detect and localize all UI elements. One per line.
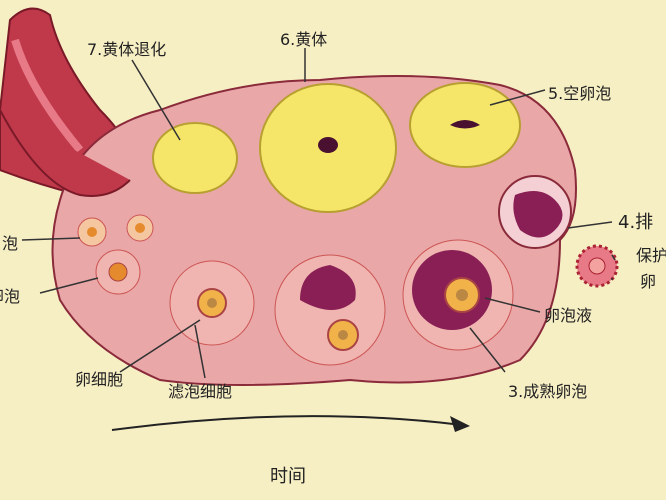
label-follicular-fluid: 卵泡液 bbox=[544, 306, 593, 325]
corpus-regression bbox=[152, 122, 238, 194]
label-time: 时间 bbox=[270, 466, 306, 487]
label-follicle-cell: 滤泡细胞 bbox=[168, 382, 233, 401]
corpus-luteum bbox=[259, 83, 397, 213]
empty-follicle bbox=[409, 82, 521, 168]
small-follicles bbox=[77, 214, 154, 295]
time-arrow bbox=[111, 415, 470, 432]
label-follicle-left-1: 泡 bbox=[2, 234, 19, 253]
label-egg-right: 卵 bbox=[640, 272, 657, 291]
ovulating-follicle bbox=[498, 175, 572, 249]
label-ovulation: 4.排 bbox=[618, 212, 654, 233]
label-empty-follicle: 5.空卵泡 bbox=[548, 84, 612, 103]
label-mature-follicle: 3.成熟卵泡 bbox=[508, 382, 588, 401]
label-follicle-left-2: 卵泡 bbox=[0, 287, 21, 306]
label-corpus-regression: 7.黄体退化 bbox=[87, 40, 167, 59]
mature-follicle bbox=[402, 239, 514, 351]
label-corpus-luteum: 6.黄体 bbox=[280, 30, 328, 49]
secondary-follicle bbox=[169, 260, 255, 346]
label-protect: 保护 bbox=[636, 246, 666, 265]
label-oocyte: 卵细胞 bbox=[75, 370, 124, 389]
tertiary-follicle bbox=[274, 254, 386, 366]
released-egg bbox=[575, 244, 619, 288]
leader-lines bbox=[21, 48, 616, 379]
